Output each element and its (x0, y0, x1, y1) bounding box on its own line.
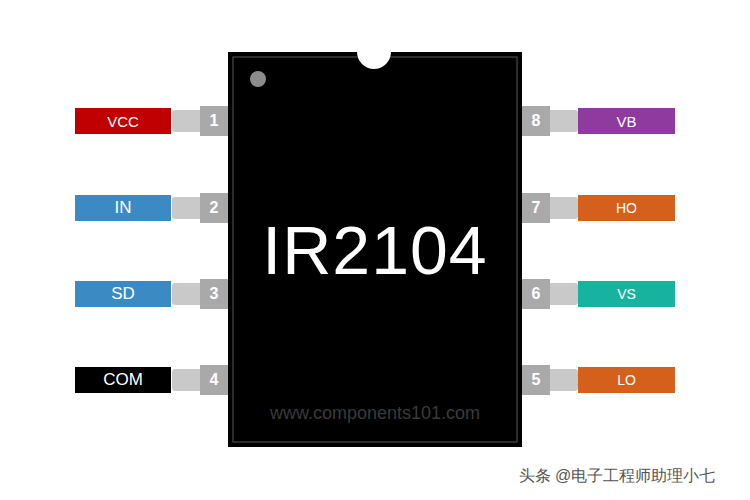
pin-shoulder (522, 193, 550, 223)
chip-name: IR2104 (262, 211, 487, 289)
chip-inner-border (233, 57, 517, 442)
pin-number: 4 (210, 371, 219, 389)
pin-name: IN (115, 198, 132, 218)
pin-number: 3 (210, 285, 219, 303)
pin-name: HO (616, 200, 637, 216)
pin-lead (548, 110, 578, 132)
pin-shoulder (522, 279, 550, 309)
pin-shoulder (200, 279, 228, 309)
chip-notch (357, 35, 391, 69)
pin-name: VCC (107, 113, 139, 130)
pin-shoulder (522, 106, 550, 136)
pin-lead (172, 110, 202, 132)
pin-number: 6 (532, 285, 541, 303)
pin-name: SD (111, 284, 135, 304)
pin-name: COM (103, 370, 143, 390)
pin-number: 8 (532, 112, 541, 130)
pin-number: 2 (210, 199, 219, 217)
pin-label-box: COM (75, 367, 171, 393)
pin-lead (548, 369, 578, 391)
pin-label-box: LO (578, 367, 675, 393)
pin-label-box: VB (578, 108, 675, 134)
pin-label-box: SD (75, 281, 171, 307)
pin-lead (548, 197, 578, 219)
pin-label-box: VS (578, 281, 675, 307)
chip-body (228, 52, 522, 447)
pin-number: 7 (532, 199, 541, 217)
pin-name: VB (616, 113, 636, 130)
pin-lead (548, 283, 578, 305)
pin-name: LO (617, 372, 636, 388)
pin-number: 5 (532, 371, 541, 389)
pin-shoulder (200, 106, 228, 136)
pin-label-box: VCC (75, 108, 171, 134)
pin-name: VS (617, 286, 636, 302)
pin-shoulder (522, 365, 550, 395)
watermark: www.components101.com (270, 403, 480, 424)
chip-name-area: IR2104 (228, 190, 522, 310)
pin-shoulder (200, 365, 228, 395)
pin-shoulder (200, 193, 228, 223)
pin-label-box: HO (578, 195, 675, 221)
pin-lead (172, 197, 202, 219)
pin-lead (172, 283, 202, 305)
pin-lead (172, 369, 202, 391)
pin-label-box: IN (75, 195, 171, 221)
watermark: 头条 @电子工程师助理小七 (519, 466, 716, 487)
pin-number: 1 (210, 112, 219, 130)
pin1-dot (250, 71, 266, 87)
